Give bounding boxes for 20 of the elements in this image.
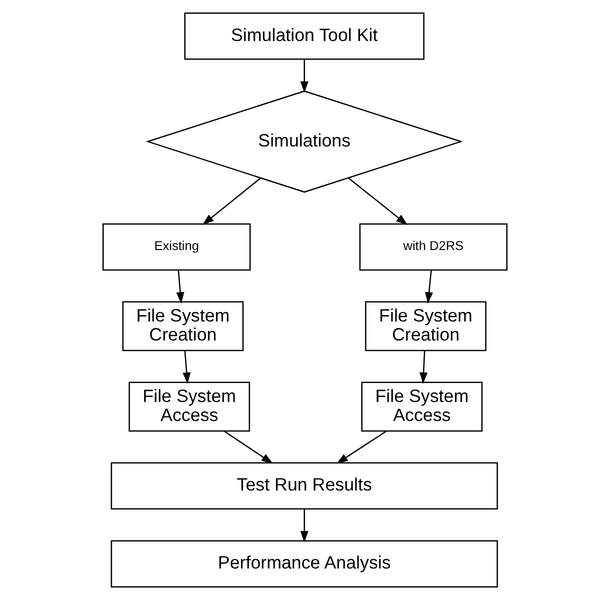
node-diamond: Simulations bbox=[146, 90, 463, 193]
node-box: Existing bbox=[102, 223, 251, 271]
arrow bbox=[348, 177, 408, 226]
arrow bbox=[336, 430, 387, 464]
node-box: Performance Analysis bbox=[110, 540, 498, 588]
arrow bbox=[300, 509, 308, 542]
arrow bbox=[202, 178, 261, 225]
arrow bbox=[224, 430, 274, 464]
node-box: File System Access bbox=[128, 382, 250, 432]
arrow bbox=[425, 270, 434, 304]
node-box: Simulation Tool Kit bbox=[184, 12, 424, 60]
arrow bbox=[300, 59, 308, 93]
arrow bbox=[176, 270, 184, 304]
node-box: with D2RS bbox=[359, 223, 508, 271]
node-box: File System Access bbox=[361, 382, 483, 432]
node-box: File System Creation bbox=[365, 301, 486, 352]
arrow bbox=[182, 350, 191, 384]
node-box: File System Creation bbox=[122, 301, 244, 352]
arrow bbox=[420, 350, 428, 384]
node-box: Test Run Results bbox=[110, 462, 498, 510]
